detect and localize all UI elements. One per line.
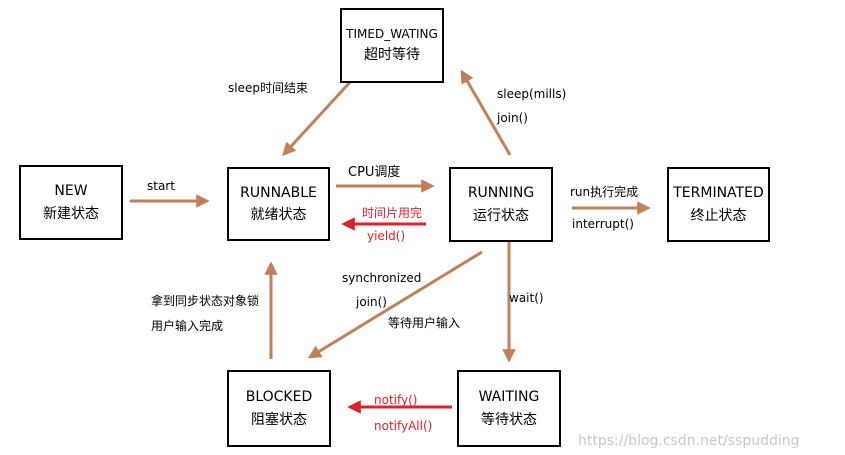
label-sleep-mills: sleep(mills) — [497, 87, 567, 101]
state-timed-name: TIMED_WATING — [346, 26, 438, 41]
state-blocked-name: BLOCKED — [245, 389, 313, 406]
state-terminated-desc: 终止状态 — [690, 207, 747, 224]
state-waiting: WAITING 等待状态 — [457, 370, 561, 447]
label-start: start — [147, 179, 175, 193]
arrow-running-to-timed — [460, 69, 512, 156]
label-cpu-schedule: CPU调度 — [348, 165, 401, 180]
state-waiting-name: WAITING — [478, 389, 540, 406]
watermark-text: https://blog.csdn.net/sspudding — [578, 433, 800, 449]
label-timeslice-used: 时间片用完 — [362, 206, 423, 220]
arrow-timed-to-runnable — [282, 78, 354, 156]
label-interrupt: interrupt() — [572, 217, 634, 231]
state-runnable-desc: 就绪状态 — [250, 207, 307, 223]
label-sleep-end: sleep时间结束 — [228, 81, 308, 95]
label-notify-all: notifyAll() — [374, 419, 433, 433]
state-runnable: RUNNABLE 就绪状态 — [227, 167, 330, 241]
state-blocked-desc: 阻塞状态 — [251, 411, 307, 428]
state-timed-waiting: TIMED_WATING 超时等待 — [340, 8, 444, 83]
state-waiting-desc: 等待状态 — [481, 411, 537, 428]
state-new-name: NEW — [54, 183, 88, 200]
label-yield: yield() — [367, 229, 406, 243]
state-terminated: TERMINATED 终止状态 — [667, 167, 770, 242]
label-wait: wait() — [509, 291, 544, 305]
label-run-done: run执行完成 — [570, 185, 639, 199]
state-terminated-name: TERMINATED — [673, 185, 764, 202]
label-join-blocked: join() — [356, 295, 387, 309]
state-timed-desc: 超时等待 — [364, 46, 420, 63]
state-new: NEW 新建状态 — [19, 165, 123, 240]
state-blocked: BLOCKED 阻塞状态 — [227, 370, 331, 447]
label-wait-input: 等待用户输入 — [388, 316, 461, 330]
label-input-done: 用户输入完成 — [151, 319, 224, 333]
arrow-running-to-blocked — [307, 250, 483, 359]
state-running-name: RUNNING — [467, 185, 535, 202]
state-running-desc: 运行状态 — [473, 207, 529, 224]
label-notify: notify() — [374, 393, 418, 407]
label-join-timed: join() — [497, 111, 528, 125]
state-runnable-name: RUNNABLE — [240, 184, 317, 201]
state-running: RUNNING 运行状态 — [449, 167, 553, 242]
label-synchronized: synchronized — [342, 271, 422, 285]
label-lock-acquired: 拿到同步状态对象锁 — [151, 294, 260, 308]
state-new-desc: 新建状态 — [43, 205, 99, 222]
